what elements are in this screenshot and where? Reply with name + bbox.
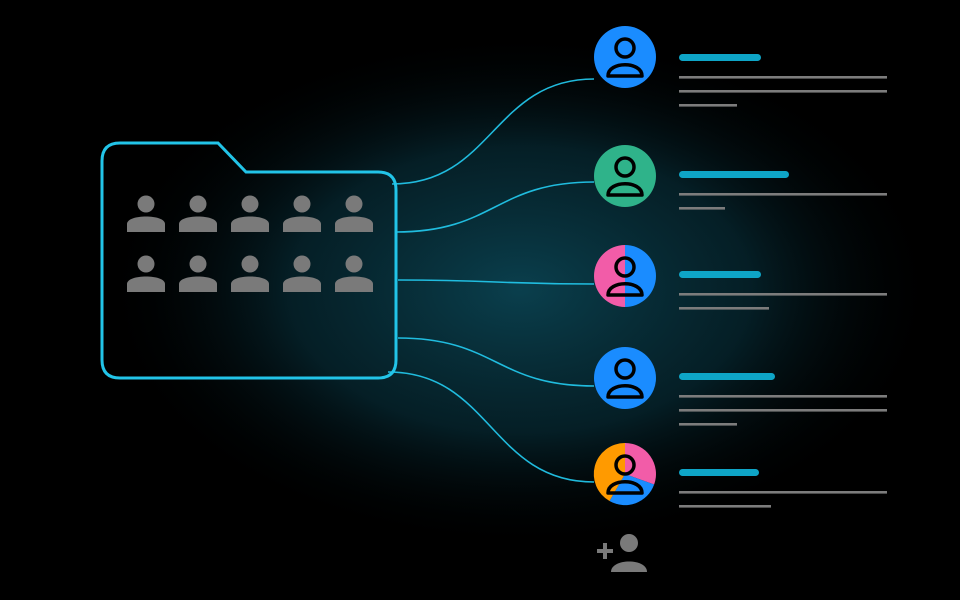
person-icon (283, 255, 321, 292)
user-detail-placeholder (679, 207, 725, 210)
person-icon (179, 255, 217, 292)
user-detail-placeholder (679, 90, 887, 93)
user-name-placeholder (679, 54, 761, 61)
user-name-placeholder (679, 469, 759, 476)
user-avatar-icon[interactable] (594, 347, 656, 409)
user-avatar-icon[interactable] (594, 26, 656, 88)
person-icon (335, 195, 373, 232)
user-detail-placeholder (679, 293, 887, 296)
user-name-placeholder (679, 171, 789, 178)
folder-icon (100, 141, 398, 380)
user-avatar-icon[interactable] (594, 245, 656, 307)
person-icon (335, 255, 373, 292)
user-detail-placeholder (679, 491, 887, 494)
person-icon (231, 195, 269, 232)
person-icon (127, 195, 165, 232)
user-detail-placeholder (679, 505, 771, 508)
user-detail-placeholder (679, 409, 887, 412)
connector-line (397, 337, 595, 387)
user-detail-placeholder (679, 193, 887, 196)
person-icon (283, 195, 321, 232)
user-row[interactable] (593, 442, 887, 508)
user-detail-placeholder (679, 76, 887, 79)
person-icon (179, 195, 217, 232)
user-row[interactable] (594, 145, 887, 210)
user-row[interactable] (594, 26, 887, 107)
user-detail-placeholder (679, 395, 887, 398)
connector-line (387, 371, 595, 483)
background-glow (100, 30, 940, 550)
user-detail-placeholder (679, 307, 769, 310)
connector-line (391, 78, 595, 185)
connector-line (397, 279, 595, 285)
user-name-placeholder (679, 373, 775, 380)
user-name-placeholder (679, 271, 761, 278)
user-list (593, 26, 887, 508)
user-avatar-icon[interactable] (594, 145, 656, 207)
connector-line (395, 181, 595, 233)
user-row[interactable] (594, 245, 887, 310)
user-detail-placeholder (679, 423, 737, 426)
user-avatar-icon[interactable] (593, 442, 656, 506)
person-icon (231, 255, 269, 292)
person-icon (127, 255, 165, 292)
user-detail-placeholder (679, 104, 737, 107)
connector-lines (387, 78, 595, 483)
user-row[interactable] (594, 347, 887, 426)
add-user-icon[interactable] (597, 534, 647, 572)
folder-members (127, 195, 373, 292)
